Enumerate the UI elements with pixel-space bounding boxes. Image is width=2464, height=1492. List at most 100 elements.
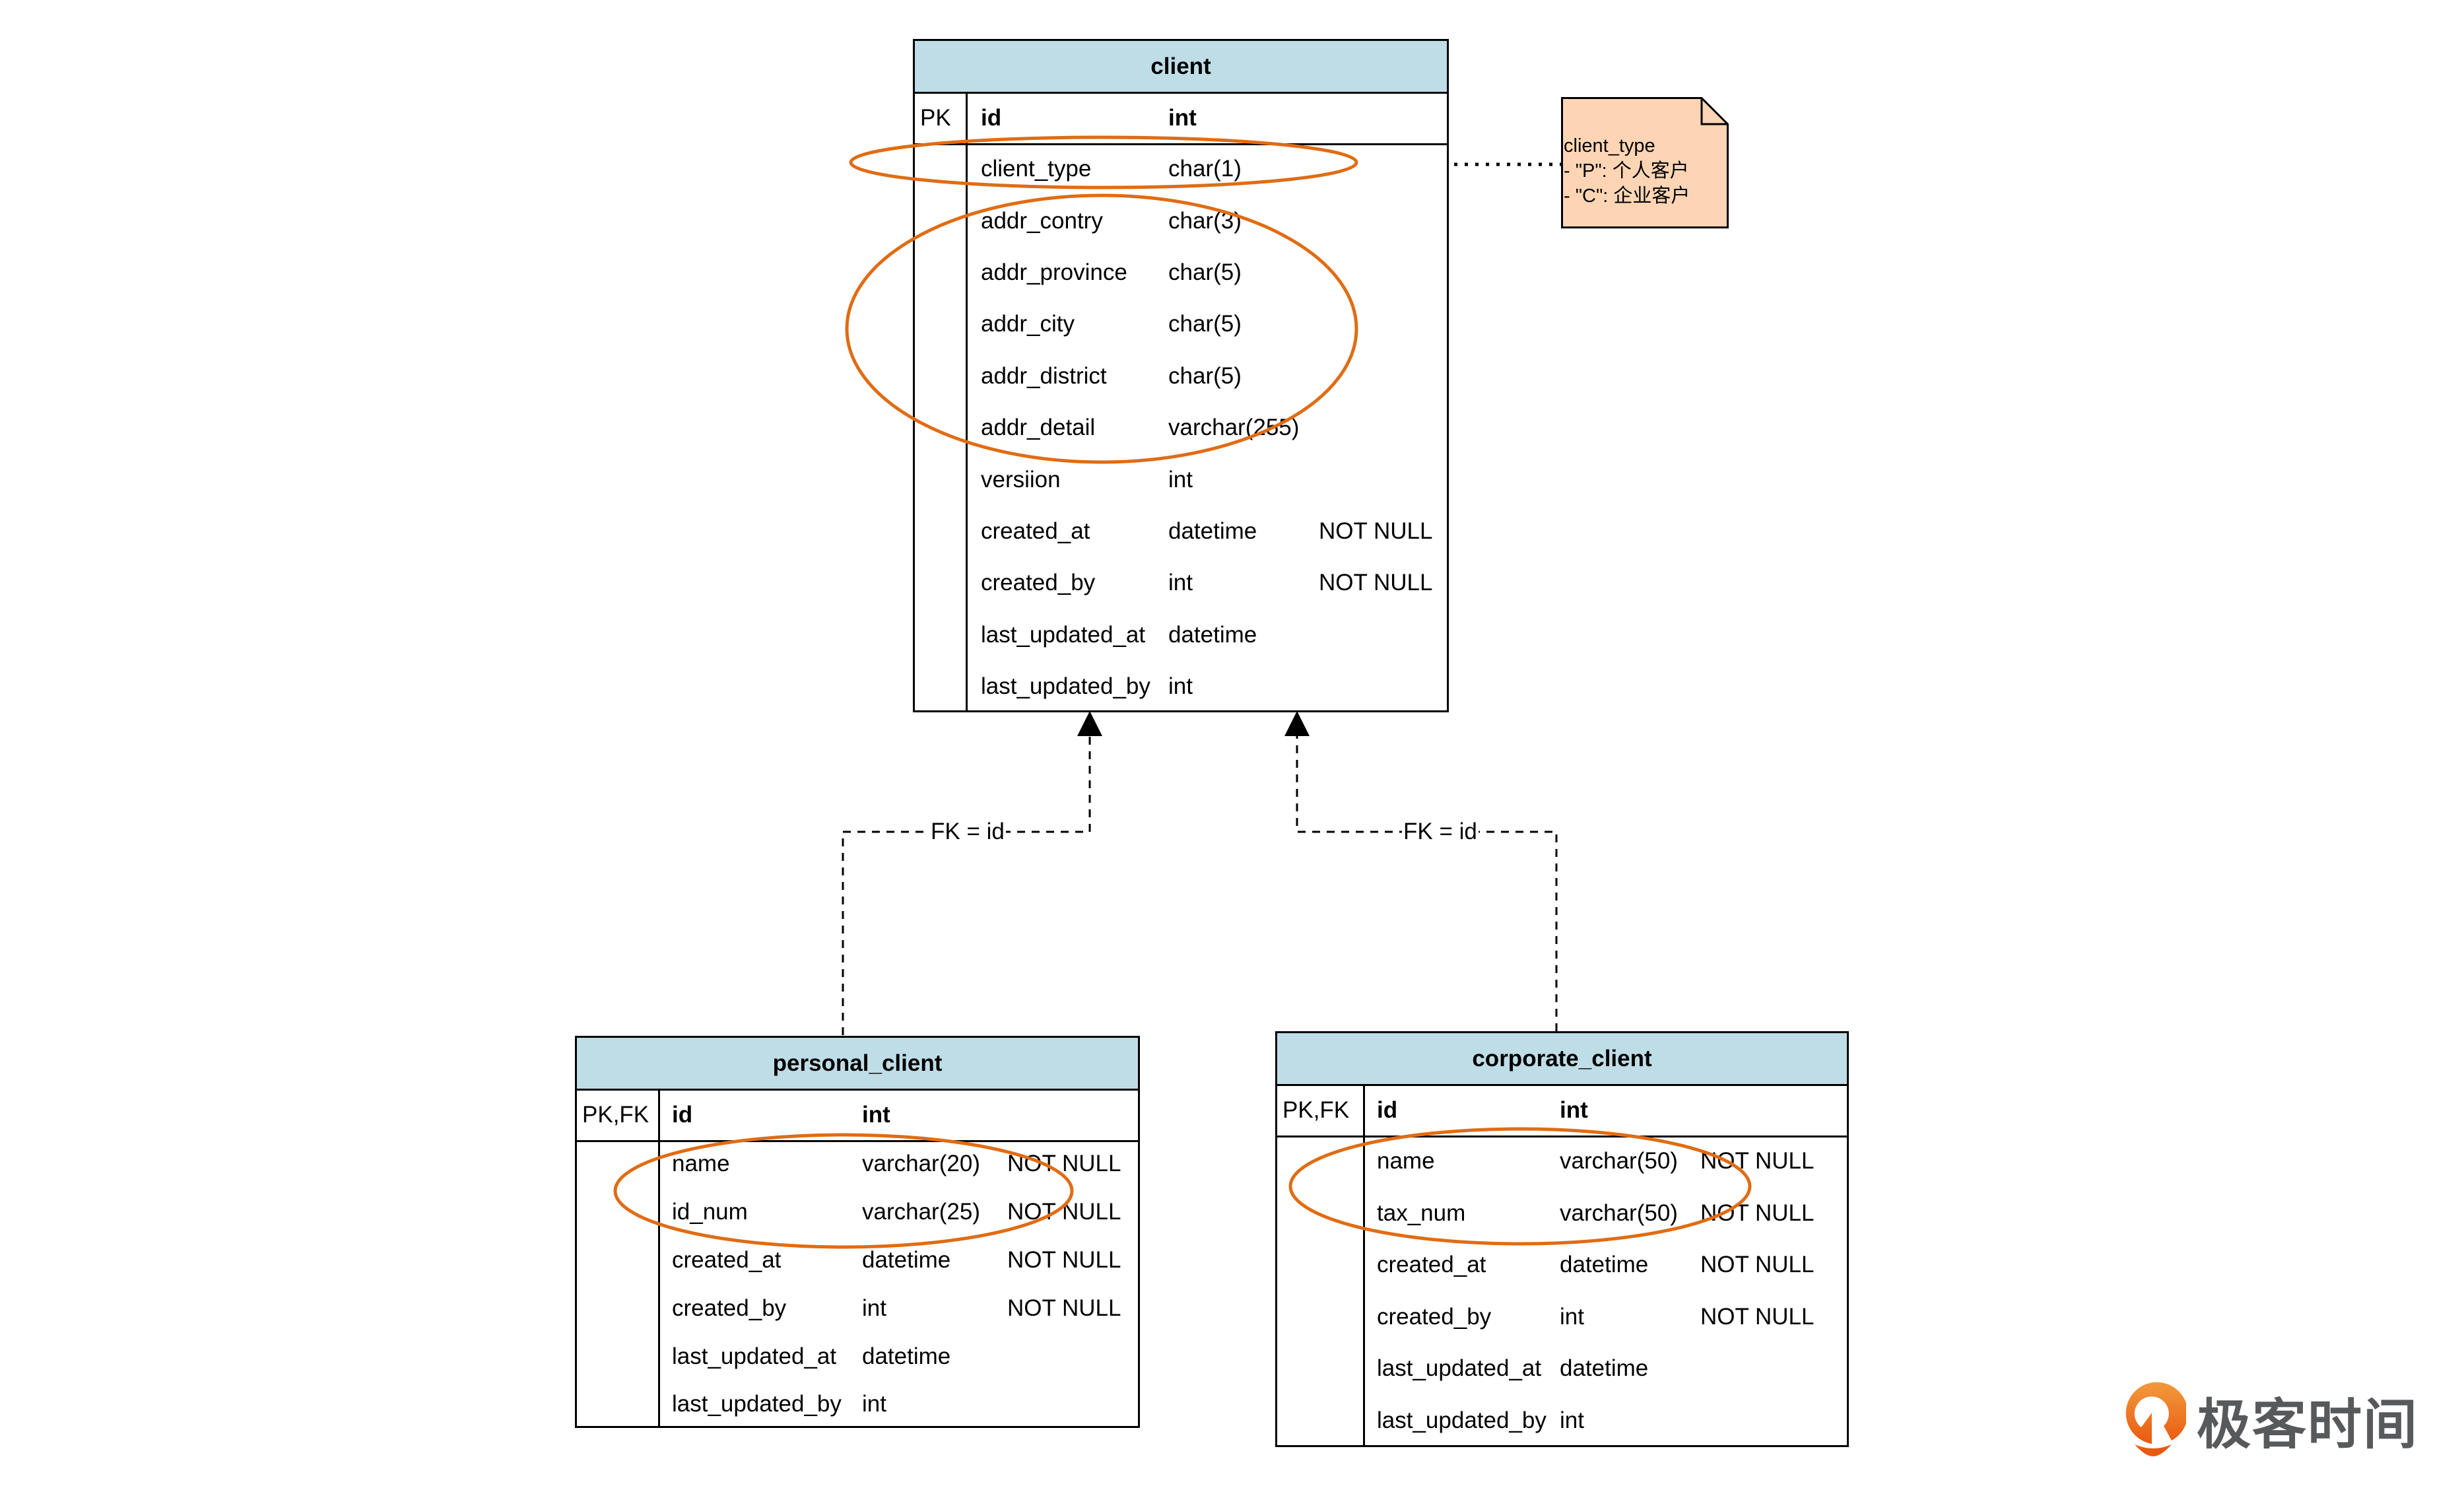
field-type: char(5) xyxy=(1168,311,1242,337)
field-type: datetime xyxy=(1560,1355,1649,1382)
field-name: addr_detail xyxy=(981,415,1096,441)
field-name: last_updated_at xyxy=(981,621,1146,648)
field-type: int xyxy=(862,1101,890,1128)
field-row[interactable]: last_updated_at datetime xyxy=(1277,1343,1847,1395)
field-name: addr_city xyxy=(981,311,1075,337)
field-name: name xyxy=(1377,1148,1435,1174)
field-type: varchar(50) xyxy=(1560,1200,1678,1226)
field-type: int xyxy=(1168,466,1193,492)
relation-label-corporate: FK = id xyxy=(1402,819,1479,845)
key-label: PK,FK xyxy=(582,1101,649,1128)
field-constraint: NOT NULL xyxy=(1700,1148,1815,1174)
field-name: created_by xyxy=(672,1295,787,1321)
field-row[interactable]: created_at datetime NOT NULL xyxy=(915,506,1447,557)
client-type-note[interactable]: client_type- "P": 个人客户- "C": 企业客户 xyxy=(1561,97,1729,228)
field-type: int xyxy=(862,1391,886,1417)
pk-row[interactable]: PK id int xyxy=(915,92,1447,143)
field-type: int xyxy=(1560,1303,1584,1330)
field-name: last_updated_by xyxy=(981,673,1150,700)
note-fold xyxy=(1700,98,1728,125)
pk-row[interactable]: PK,FK id int xyxy=(577,1089,1138,1140)
relation-line-corporate-client[interactable] xyxy=(1296,736,1558,1031)
key-label: PK,FK xyxy=(1282,1097,1350,1123)
field-name: addr_district xyxy=(981,362,1107,389)
field-name: last_updated_by xyxy=(672,1391,842,1417)
field-name: created_at xyxy=(981,518,1090,544)
field-name: id xyxy=(1377,1097,1398,1123)
arrowhead-corporate-client xyxy=(1284,711,1310,736)
field-name: created_by xyxy=(981,570,1096,596)
field-name: id xyxy=(672,1101,693,1128)
field-type: int xyxy=(1168,673,1193,700)
geektime-logo-icon xyxy=(2125,1382,2186,1456)
field-name: last_updated_at xyxy=(672,1343,837,1369)
field-type: int xyxy=(862,1295,886,1321)
field-row[interactable]: id_num varchar(25) NOT NULL xyxy=(577,1188,1138,1237)
field-type: varchar(20) xyxy=(862,1151,980,1177)
field-constraint: NOT NULL xyxy=(1700,1303,1815,1330)
field-row[interactable]: addr_contry char(3) xyxy=(915,195,1447,246)
field-name: id xyxy=(981,104,1002,131)
field-type: char(5) xyxy=(1168,362,1242,389)
relation-line-personal-client[interactable] xyxy=(842,736,1091,1035)
note-line: client_type xyxy=(1564,135,1655,156)
field-name: created_by xyxy=(1377,1303,1492,1330)
field-name: name xyxy=(672,1151,730,1177)
field-row[interactable]: versiion int xyxy=(915,454,1447,505)
field-row[interactable]: last_updated_at datetime xyxy=(915,609,1447,661)
brand-logo: 极客时间 xyxy=(2120,1380,2418,1459)
field-row[interactable]: created_by int NOT NULL xyxy=(1277,1291,1847,1343)
field-row[interactable]: created_by int NOT NULL xyxy=(577,1284,1138,1332)
field-name: versiion xyxy=(981,466,1061,492)
field-constraint: NOT NULL xyxy=(1319,518,1433,544)
field-name: client_type xyxy=(981,156,1092,182)
field-row[interactable]: last_updated_by int xyxy=(915,661,1447,712)
field-type: char(5) xyxy=(1168,259,1242,285)
field-type: int xyxy=(1560,1407,1584,1433)
field-name: created_at xyxy=(672,1246,782,1273)
note-text: client_type- "P": 个人客户- "C": 企业客户 xyxy=(1564,133,1690,209)
field-type: datetime xyxy=(1168,518,1257,544)
field-type: varchar(25) xyxy=(862,1199,980,1225)
table-personal-client[interactable]: personal_client PK,FK id int name varchar… xyxy=(575,1036,1140,1428)
field-type: datetime xyxy=(1168,621,1257,648)
table-title: corporate_client xyxy=(1277,1033,1847,1086)
key-label: PK xyxy=(920,104,951,131)
field-row[interactable]: addr_province char(5) xyxy=(915,247,1447,298)
note-line: - "P": 个人客户 xyxy=(1564,160,1689,182)
field-name: addr_province xyxy=(981,259,1127,285)
field-type: datetime xyxy=(862,1343,951,1369)
field-constraint: NOT NULL xyxy=(1007,1246,1121,1273)
field-type: datetime xyxy=(1560,1252,1649,1278)
field-type: int xyxy=(1560,1097,1588,1123)
field-constraint: NOT NULL xyxy=(1007,1295,1121,1321)
field-constraint: NOT NULL xyxy=(1007,1199,1121,1225)
field-name: tax_num xyxy=(1377,1200,1466,1226)
brand-name: 极客时间 xyxy=(2197,1393,2419,1456)
field-row[interactable]: addr_city char(5) xyxy=(915,298,1447,350)
field-row[interactable]: last_updated_at datetime xyxy=(577,1332,1138,1380)
relation-label-personal: FK = id xyxy=(929,819,1006,845)
field-name: last_updated_at xyxy=(1377,1355,1542,1382)
field-type: char(3) xyxy=(1168,207,1242,234)
table-title: client xyxy=(915,41,1447,94)
note-body xyxy=(1561,97,1729,228)
field-constraint: NOT NULL xyxy=(1319,570,1433,596)
field-name: addr_contry xyxy=(981,207,1103,234)
table-title: personal_client xyxy=(577,1038,1138,1091)
pk-row[interactable]: PK,FK id int xyxy=(1277,1085,1847,1136)
field-row[interactable]: addr_district char(5) xyxy=(915,351,1447,402)
field-row[interactable]: last_updated_by int xyxy=(577,1380,1138,1429)
field-name: id_num xyxy=(672,1199,748,1225)
